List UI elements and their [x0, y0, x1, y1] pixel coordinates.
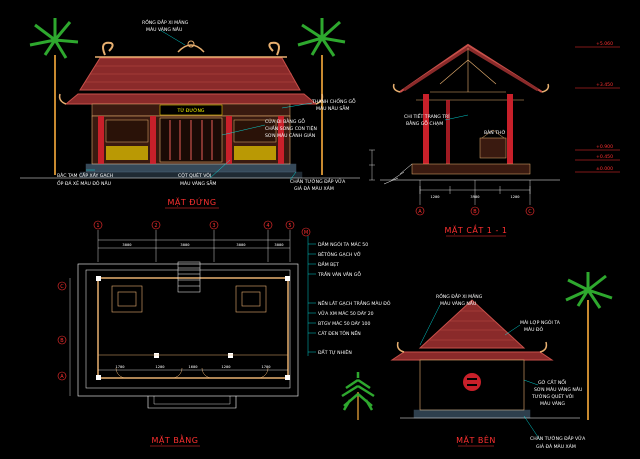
- plan-axis-b: B: [60, 338, 64, 344]
- section-dim-2: 1200: [510, 194, 520, 199]
- level-3: +0.450: [596, 154, 613, 160]
- plan-dim-bottom-0: 1700: [115, 364, 125, 369]
- label-column: CỘT QUÉT VÔI: [178, 171, 211, 179]
- plan-title: MẶT BẰNG: [152, 433, 199, 446]
- label-roof-ornament-2: MÀU VÀNG NÂU: [146, 26, 182, 33]
- label-detail: CHI TIẾT TRANG TRÍ: [404, 112, 450, 120]
- label-ridge: THANH CHỐNG GỖ: [311, 97, 356, 105]
- label-altar: BÀN THỜ: [484, 129, 506, 136]
- label-column-2: MÀU VÀNG SẪM: [180, 179, 216, 187]
- label-plinth-2: ỐP ĐÁ XẺ MÀU ĐỎ NÂU: [57, 179, 111, 187]
- foundation-notes: M DẦM NGÓI TA MÁC 50 BÊTÔNG GẠCH VỠ ĐẦM …: [301, 227, 391, 356]
- palm-tree-left: [29, 18, 79, 175]
- center-doors: [159, 117, 223, 163]
- svg-text:M: M: [304, 230, 308, 236]
- plan-axis-2: 2: [154, 223, 157, 229]
- plan-axis-4: 4: [266, 223, 269, 229]
- section-dim-1: 3900: [470, 194, 480, 199]
- plan-dim-bottom-3: 1200: [221, 364, 231, 369]
- note-6: BTGV MÁC 50 DÀY 100: [318, 320, 370, 327]
- label-side-base: CHÂN TƯỜNG ĐẮP VỮA: [530, 434, 586, 442]
- label-wall-3: TƯỜNG QUÉT VÔI: [531, 392, 574, 400]
- plan-axis-3: 3: [212, 223, 215, 229]
- label-wall-2: SƠN MÀU VÀNG NÂU: [534, 386, 582, 393]
- palm-tree-right: [297, 18, 346, 175]
- columns: [98, 116, 284, 164]
- front-elevation: TỪ ĐƯỜNG: [20, 17, 360, 209]
- note-8: ĐẤT TỰ NHIÊN: [318, 348, 352, 356]
- plan-axis-5: 5: [288, 223, 291, 229]
- floor-plan: 1 2 3 4 5 3000 3000 3000 3000: [57, 220, 299, 447]
- label-side-base-2: GIẢ ĐÁ MÀU XÁM: [536, 442, 576, 450]
- plan-dim-top-2: 3000: [236, 242, 246, 247]
- note-1: BÊTÔNG GẠCH VỠ: [318, 250, 361, 258]
- round-window: [463, 373, 481, 391]
- plan-axis-1: 1: [96, 223, 99, 229]
- note-7: CÁT ĐEN TÔN NỀN: [318, 329, 361, 337]
- side-elevation: RỒNG ĐẮP XI MĂNG MÀU VÀNG NÂU MÁI LỢP NG…: [390, 272, 613, 450]
- note-3: TRẦN VÁN VÂN GỖ: [317, 270, 361, 278]
- plan-axis-c: C: [60, 284, 64, 290]
- note-4: NỀN LÁT GẠCH TRẮNG MÀU ĐỎ: [318, 299, 391, 307]
- section-1-1: 1200 3900 1200 A B C +5.060 +3.450 +0.90…: [369, 41, 620, 237]
- label-plinth: BẬC TAM CẤP XÂY GẠCH: [57, 171, 113, 179]
- section-axis-a: A: [418, 209, 422, 215]
- label-dragon-2: MÀU VÀNG NÂU: [440, 300, 476, 307]
- label-roof-2: MÀU ĐỎ: [524, 325, 543, 333]
- note-5: VỮA XM MÁC 50 DÀY 20: [318, 310, 374, 317]
- plan-dim-top-0: 3000: [122, 242, 132, 247]
- note-2: ĐẦM BẸT: [318, 260, 339, 268]
- shrub: [341, 372, 375, 420]
- plan-dim-bottom-4: 1700: [261, 364, 271, 369]
- label-wall-4: MÀU VÀNG: [540, 400, 565, 407]
- plaque-text: TỪ ĐƯỜNG: [177, 107, 205, 114]
- label-wall: GỜ CẮT NỔI: [538, 378, 566, 386]
- level-4: ±0.000: [596, 166, 613, 172]
- plan-dim-bottom-2: 1600: [188, 364, 198, 369]
- level-1: +3.450: [596, 82, 613, 88]
- level-0: +5.060: [596, 41, 613, 47]
- note-0: DẦM NGÓI TA MÁC 50: [318, 240, 368, 248]
- label-dragon: RỒNG ĐẮP XI MĂNG: [436, 291, 483, 300]
- plan-axis-a: A: [60, 374, 64, 380]
- label-door-2: CHẤN SONG CON TIỆN: [265, 124, 317, 132]
- side-title: MẶT BÊN: [456, 434, 496, 446]
- altar: [479, 129, 507, 159]
- label-roof: MÁI LỢP NGÓI TA: [520, 319, 561, 326]
- side-bays: [105, 119, 277, 160]
- label-detail-2: BẰNG GỖ CHẠM: [406, 119, 443, 127]
- palm-tree-side: [565, 272, 613, 420]
- label-roof-ornament: RỒNG ĐẮP XI MĂNG: [142, 17, 189, 26]
- name-plaque: [159, 104, 223, 116]
- elevation-title: MẶT ĐỨNG: [167, 196, 216, 208]
- plan-dim-top-1: 3000: [180, 242, 190, 247]
- label-base-2: GIẢ ĐÁ MÀU XÁM: [294, 184, 334, 192]
- plan-dim-top-3: 3000: [274, 242, 284, 247]
- label-door-3: SƠN MÀU CÁNH GIÁN: [265, 132, 315, 139]
- section-axis-b: B: [473, 209, 477, 215]
- section-axis-c: C: [528, 209, 532, 215]
- label-door: CỬA ĐI BẰNG GỖ: [265, 117, 305, 125]
- level-2: +0.900: [596, 144, 613, 150]
- plan-dim-bottom-1: 1200: [155, 364, 165, 369]
- section-dim-0: 1200: [430, 194, 440, 199]
- section-title: MẶT CẮT 1 - 1: [445, 223, 508, 236]
- label-ridge-2: MÀU NÂU SẪM: [316, 104, 349, 112]
- roof-dragon-ornament: [102, 40, 280, 56]
- label-base: CHÂN TƯỜNG ĐẮP VỮA: [290, 177, 346, 185]
